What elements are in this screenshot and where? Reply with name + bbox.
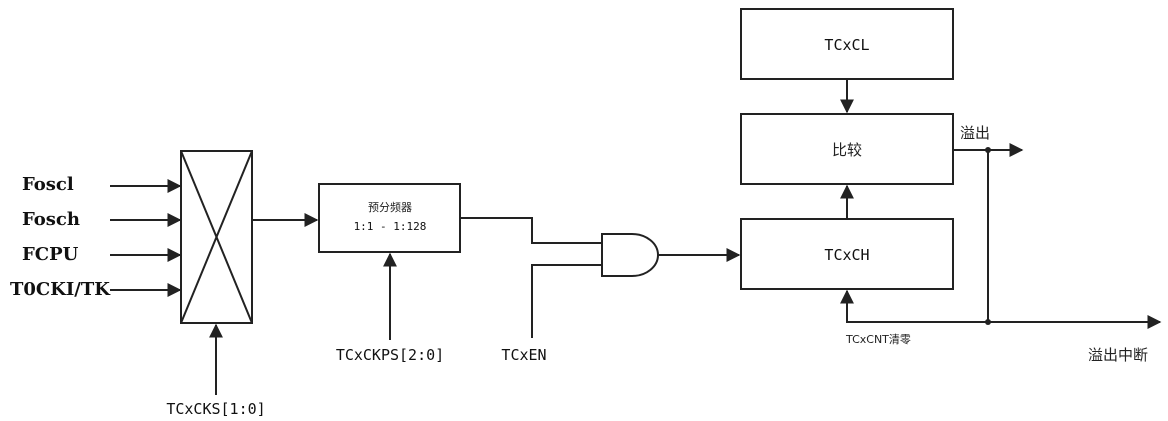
prescaler-range: 1:1 - 1:128 (354, 220, 427, 233)
tcxch-register (740, 218, 954, 290)
input-label-fosch: Fosch (22, 209, 80, 230)
and-gate (601, 233, 659, 277)
input-label-fcpu: FCPU (22, 244, 79, 265)
input-label-t0cki: T0CKI/TK (10, 279, 111, 300)
tcxcl-register (740, 8, 954, 80)
enable-label: TCxEN (501, 346, 546, 364)
prescaler-title: 预分频器 (368, 200, 412, 214)
clock-source-selector (180, 150, 253, 324)
clear-label: TCxCNT清零 (845, 333, 911, 346)
selector-control-label: TCxCKS[1:0] (166, 400, 265, 418)
tcxcl-label: TCxCL (824, 36, 869, 54)
prescaler-control-label: TCxCKPS[2:0] (336, 346, 444, 364)
tcxch-label: TCxCH (824, 246, 869, 264)
compare-block (740, 113, 954, 185)
compare-label: 比较 (832, 141, 862, 159)
clear-feedback-arrow (840, 289, 988, 323)
prescaler-to-gate-wire (460, 217, 602, 244)
prescaler-box (318, 183, 461, 253)
overflow-label: 溢出 (960, 124, 990, 142)
overflow-interrupt-label: 溢出中断 (1088, 346, 1148, 364)
enable-to-gate-wire (531, 264, 602, 338)
input-label-foscl: Foscl (22, 174, 74, 195)
